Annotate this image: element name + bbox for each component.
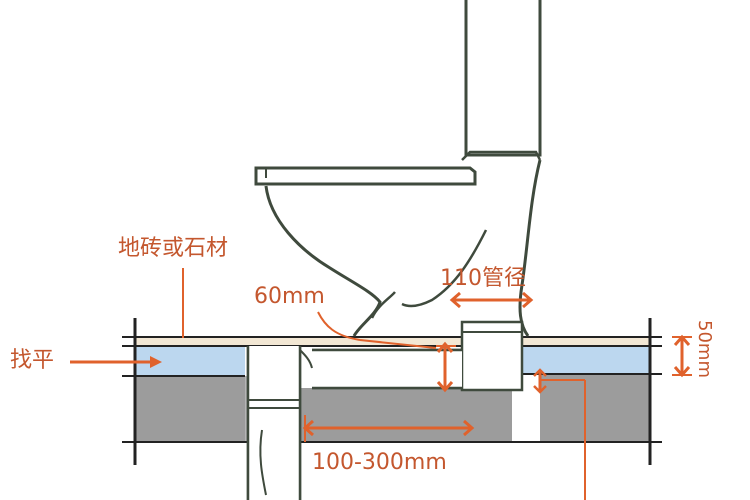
floor-finish-label: 地砖或石材 [118,236,229,261]
leveling-label: 找平 [10,348,55,373]
slab-left [135,376,245,442]
slab-right [540,374,650,442]
thickness-dimension-label: 50mm [694,320,715,378]
toilet-bowl [264,185,382,337]
toilet-seat [254,166,477,186]
tile-layer [134,336,651,347]
gap-dimension-label: 60mm [254,284,325,309]
pipe-diameter-label: 110管径 [440,266,526,291]
leveling-layer-right [520,346,650,374]
offset-dimension-label: 100-300mm [312,450,447,475]
toilet-tank [464,0,542,157]
slab-middle [272,388,512,442]
